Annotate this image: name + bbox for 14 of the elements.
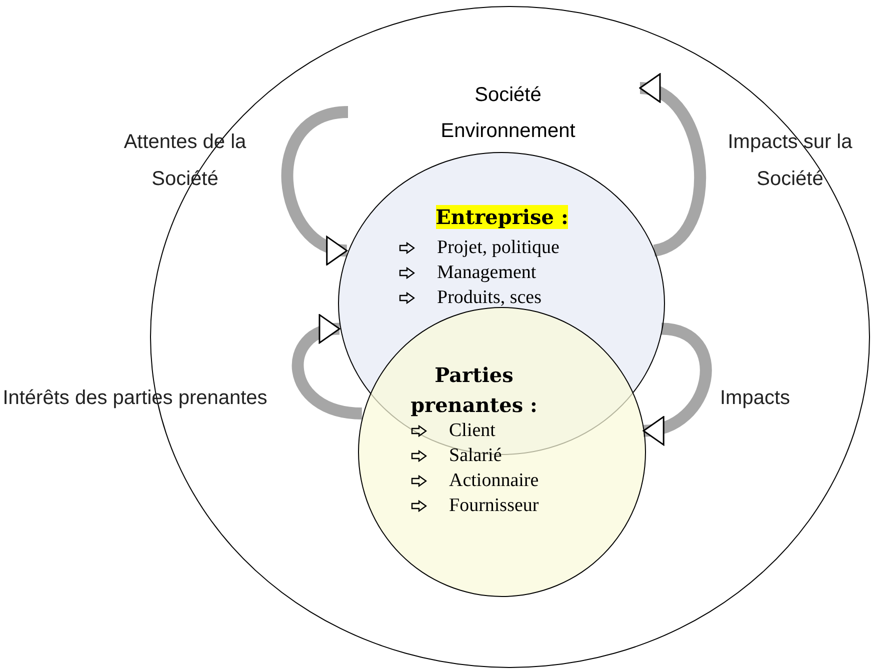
curved-arrow xyxy=(642,322,712,444)
list-item: Salarié xyxy=(449,445,502,467)
list-item: Projet, politique xyxy=(437,237,560,259)
highlighted-heading: Entreprise : xyxy=(436,205,568,229)
list-item: Client xyxy=(449,420,496,442)
curved-arrow xyxy=(292,316,362,420)
list-item: Management xyxy=(437,262,536,284)
heading: Société Environnement xyxy=(440,83,576,144)
list-item: Fournisseur xyxy=(449,495,539,517)
list-item: Actionnaire xyxy=(449,470,539,492)
list-item: Produits, sces xyxy=(437,287,542,309)
edge-label: Impacts sur la Société xyxy=(726,130,854,192)
edge-label: Impacts xyxy=(718,386,792,411)
heading: Parties prenantes : xyxy=(410,362,538,419)
